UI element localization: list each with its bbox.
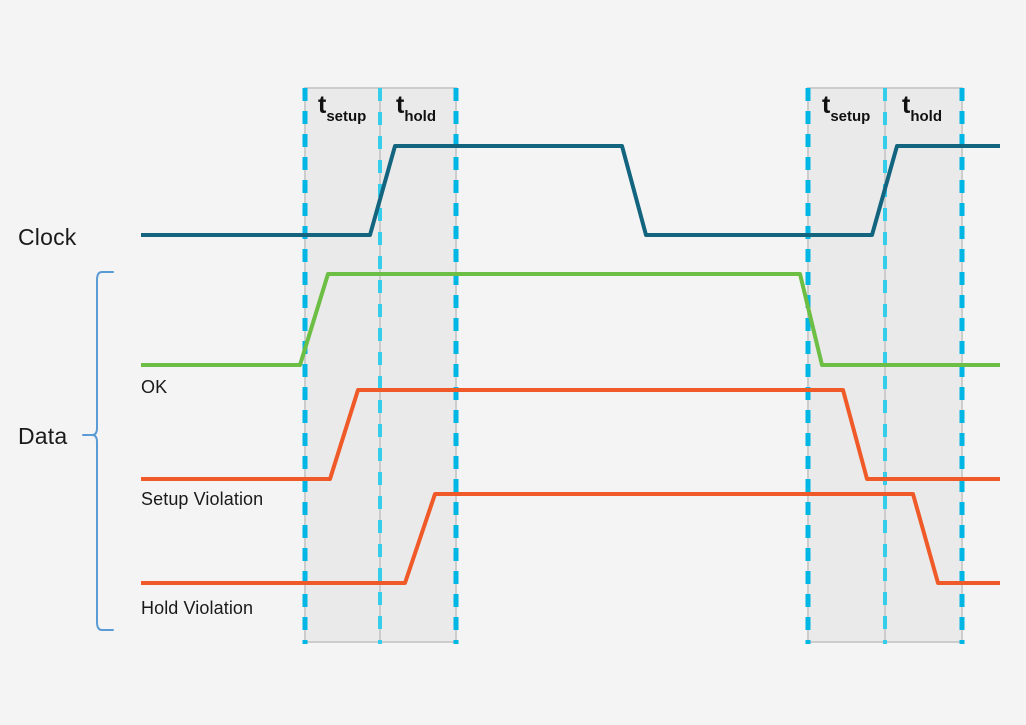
waveform-hold-violation bbox=[141, 492, 1000, 585]
row-label-hold-violation: Hold Violation bbox=[141, 598, 254, 618]
waveform-ok bbox=[141, 272, 1000, 367]
window-label-hold-1: thold bbox=[396, 91, 436, 125]
window-label-hold-2-base: t bbox=[902, 91, 911, 119]
waveform-setup-violation bbox=[141, 388, 1000, 481]
window-label-setup-2-base: t bbox=[822, 91, 831, 119]
window-label-hold-1-sub: hold bbox=[404, 108, 436, 126]
timing-window-1-hold-fill bbox=[379, 87, 457, 643]
window-label-setup-2-sub: setup bbox=[830, 108, 871, 126]
waveform-clock bbox=[141, 144, 1000, 237]
window-label-setup-1: tsetup bbox=[318, 91, 366, 125]
window-label-hold-2: thold bbox=[902, 91, 942, 125]
window-label-hold-1-base: t bbox=[396, 91, 405, 119]
window-label-hold-2-sub: hold bbox=[910, 108, 942, 126]
row-label-ok: OK bbox=[141, 377, 168, 397]
window-label-setup-1-base: t bbox=[318, 91, 327, 119]
window-label-setup-1-sub: setup bbox=[326, 108, 367, 126]
window-label-setup-2: tsetup bbox=[822, 91, 870, 125]
row-label-data-group: Data bbox=[18, 423, 68, 449]
data-group-bracket bbox=[91, 271, 114, 631]
row-label-clock: Clock bbox=[18, 224, 77, 250]
row-label-setup-violation: Setup Violation bbox=[141, 489, 264, 509]
